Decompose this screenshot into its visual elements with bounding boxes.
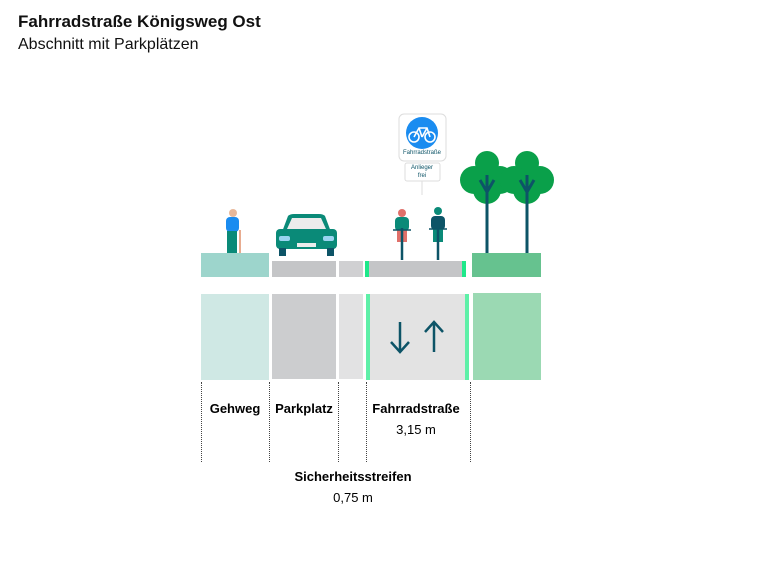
divider-line — [201, 382, 202, 462]
width-sicherheitsstreifen: 0,75 m — [333, 490, 373, 505]
sidewalk-section — [201, 253, 269, 277]
divider-line — [269, 382, 270, 462]
parking-section — [272, 261, 336, 277]
bicycle-icon — [406, 117, 438, 149]
bike-street-plan — [366, 294, 469, 380]
tree-icon — [460, 151, 514, 253]
bike-street-sign — [398, 113, 447, 195]
green-strip-plan — [473, 293, 541, 380]
label-sicherheitsstreifen: Sicherheitsstreifen — [294, 469, 412, 484]
pedestrian-icon — [226, 209, 241, 253]
tree-icon — [500, 151, 554, 253]
divider-line — [366, 382, 367, 462]
cyclist-icon — [393, 209, 411, 260]
green-strip-section — [472, 253, 541, 277]
arrow-down-icon — [390, 322, 410, 354]
label-parkplatz: Parkplatz — [275, 401, 333, 416]
page-subtitle: Abschnitt mit Parkplätzen — [18, 36, 199, 53]
cyclist-icon — [429, 207, 447, 260]
width-fahrradstrasse: 3,15 m — [396, 422, 436, 437]
parking-plan — [272, 294, 336, 379]
bike-street-section — [365, 261, 466, 277]
divider-line — [338, 382, 339, 462]
sign-subtext-1: Anlieger — [410, 165, 434, 171]
sign-text: Fahrradstraße — [402, 150, 442, 156]
arrow-up-icon — [424, 320, 444, 352]
sidewalk-plan — [201, 294, 269, 380]
page-title: Fahrradstraße Königsweg Ost — [18, 12, 261, 31]
label-fahrradstrasse: Fahrradstraße — [372, 401, 460, 416]
car-icon — [276, 214, 337, 256]
safety-strip-section — [339, 261, 363, 277]
label-gehweg: Gehweg — [209, 401, 261, 416]
sign-subtext-2: frei — [417, 173, 427, 179]
divider-line — [470, 382, 471, 462]
safety-strip-plan — [339, 294, 363, 379]
